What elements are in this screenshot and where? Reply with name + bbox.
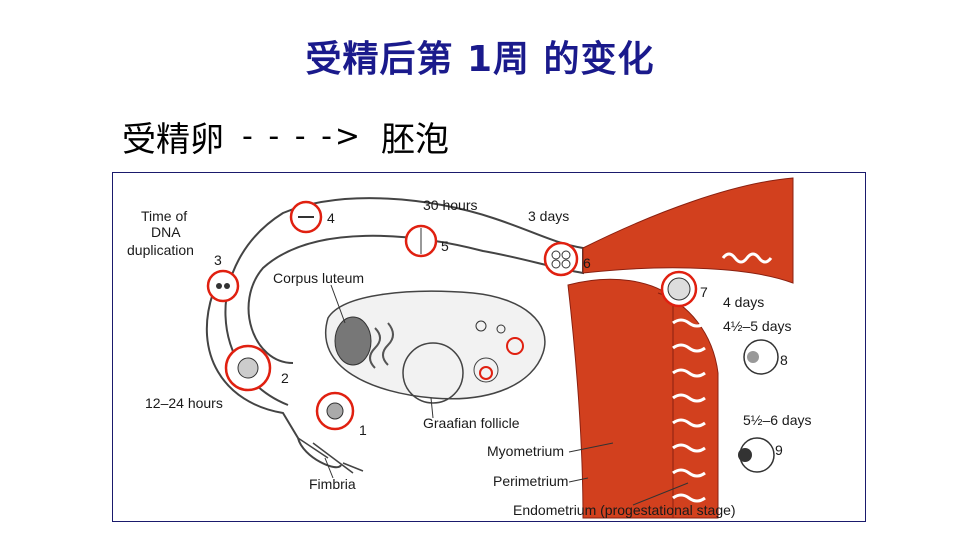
stage-4	[289, 200, 323, 234]
label-30-hours: 30 hours	[423, 197, 477, 213]
stage-label-6: 6	[583, 255, 591, 271]
stage-2	[224, 344, 272, 392]
label-dna: DNA	[151, 224, 181, 240]
stage-9	[738, 437, 775, 473]
dashed-arrow-icon: - - - ->	[242, 119, 364, 154]
stage-8	[743, 339, 779, 375]
follicle-d	[473, 357, 499, 383]
label-perimetrium: Perimetrium	[493, 473, 568, 489]
label-graafian-follicle: Graafian follicle	[423, 415, 520, 431]
label-4-5-days: 4½–5 days	[723, 318, 792, 334]
stage-label-7: 7	[700, 284, 708, 300]
fertilization-diagram: 1 2 3 4 5 6 7 8 9 Time of DNA duplicatio…	[112, 172, 866, 522]
graafian-follicle	[402, 342, 464, 404]
ovary-folds	[369, 322, 394, 369]
label-myometrium: Myometrium	[487, 443, 564, 459]
label-time-of: Time of	[141, 208, 187, 224]
ovary	[325, 290, 546, 400]
stage-6	[543, 241, 579, 277]
stage-label-3: 3	[214, 252, 222, 268]
follicle-e	[479, 366, 493, 380]
diagram-svg: 1 2 3 4 5 6 7 8 9 Time of DNA duplicatio…	[127, 177, 812, 519]
stage-7	[660, 270, 698, 308]
slide-title: 受精后第 1周 的变化	[305, 39, 655, 80]
uterus-upper	[582, 177, 794, 284]
corpus-luteum	[334, 316, 372, 366]
label-fimbria: Fimbria	[309, 476, 356, 492]
leader-lines	[324, 284, 689, 506]
label-duplication: duplication	[127, 242, 194, 258]
label-endometrium: Endometrium (progestational stage)	[513, 502, 736, 518]
stage-label-4: 4	[327, 210, 335, 226]
stage-1	[315, 391, 355, 431]
stage-label-8: 8	[780, 352, 788, 368]
follicle-b	[496, 324, 506, 334]
label-4-days: 4 days	[723, 294, 764, 310]
endometrial-glands	[672, 252, 773, 503]
tube-lower	[205, 292, 342, 469]
subtitle-to: 胚泡	[381, 120, 450, 160]
label-3-days: 3 days	[528, 208, 569, 224]
subtitle-from: 受精卵	[122, 120, 224, 160]
label-12-24-hours: 12–24 hours	[145, 395, 223, 411]
stage-3	[206, 269, 240, 303]
label-5-6-days: 5½–6 days	[743, 412, 812, 428]
follicle-c	[506, 337, 524, 355]
stage-label-2: 2	[281, 370, 289, 386]
fimbria-lines	[297, 437, 364, 474]
label-corpus-luteum: Corpus luteum	[273, 270, 364, 286]
stage-5	[404, 224, 438, 258]
stage-label-1: 1	[359, 422, 367, 438]
stage-label-5: 5	[441, 238, 449, 254]
subtitle: 受精卵 - - - -> 胚泡	[122, 112, 449, 161]
stage-label-9: 9	[775, 442, 783, 458]
uterus-body	[567, 278, 674, 519]
follicle-a	[475, 320, 487, 332]
